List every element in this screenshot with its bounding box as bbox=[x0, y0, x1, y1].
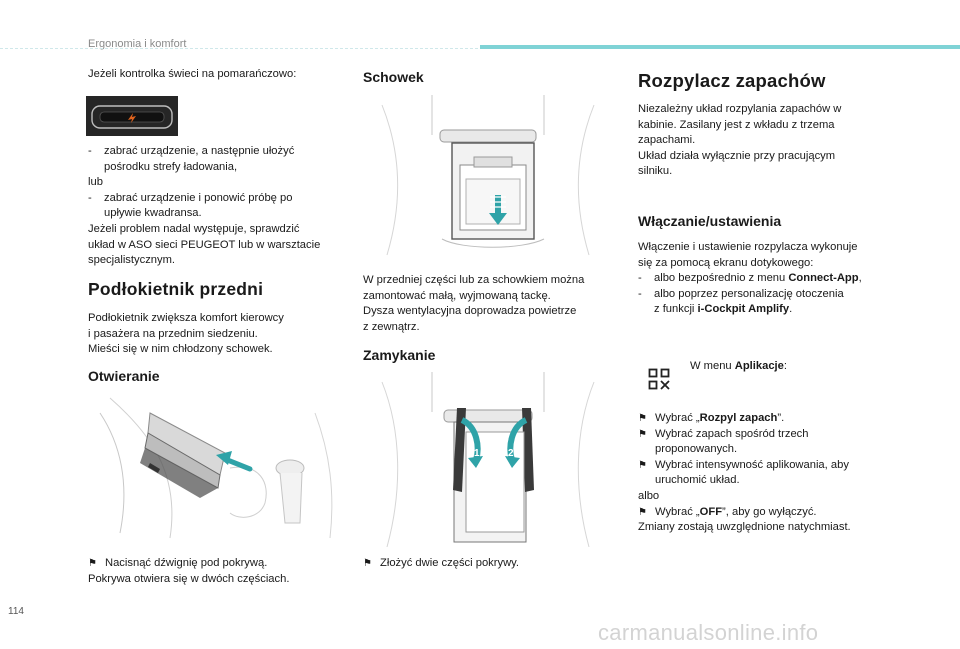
armrest-opening-figure bbox=[90, 393, 340, 543]
or-text: lub bbox=[88, 176, 103, 189]
problem-text: specjalistycznym. bbox=[88, 254, 176, 267]
header-accent-bar bbox=[480, 45, 960, 49]
step-item: ⚑Nacisnąć dźwignię pod pokrywą. bbox=[88, 556, 350, 572]
dash-item: -zabrać urządzenie i ponowić próbę po bbox=[88, 191, 293, 204]
step-item: ⚑Wybrać „Rozpyl zapach”. bbox=[638, 411, 908, 427]
closing-instructions: ⚑Złożyć dwie części pokrywy. bbox=[363, 556, 613, 572]
intro-line: Układ działa wyłącznie przy pracującym bbox=[638, 149, 836, 162]
flag-bullet-icon: ⚑ bbox=[638, 428, 647, 440]
dash-item-cont: z funkcji i-Cockpit Amplify. bbox=[654, 303, 793, 316]
figure-label-1: 1 bbox=[474, 448, 480, 459]
storage-figure bbox=[362, 95, 614, 257]
dash-item: -albo bezpośrednio z menu Connect-App, bbox=[638, 272, 862, 285]
opening-instructions: ⚑Nacisnąć dźwignię pod pokrywą. Pokrywa … bbox=[88, 556, 350, 587]
intro-line: silniku. bbox=[638, 165, 673, 178]
or-text: albo bbox=[638, 489, 660, 502]
final-note: Zmiany zostają uwzględnione natychmiast. bbox=[638, 521, 851, 534]
step-item: ⚑Wybrać „OFF”, aby go wyłączyć. bbox=[638, 505, 908, 521]
armrest-line: Mieści się w nim chłodzony schowek. bbox=[88, 343, 273, 356]
page-number: 114 bbox=[8, 606, 24, 617]
armrest-description: Podłokietnik zwiększa komfort kierowcy i… bbox=[88, 311, 348, 358]
watermark: carmanualsonline.info bbox=[598, 620, 819, 645]
dash-item-cont: upływie kwadransa. bbox=[104, 207, 202, 220]
problem-text: układ w ASO sieci PEUGEOT lub w warsztac… bbox=[88, 238, 321, 251]
storage-line: zamontować małą, wyjmowaną tackę. bbox=[363, 289, 551, 302]
figure-label-2: 2 bbox=[508, 448, 514, 459]
opening-note: Pokrywa otwiera się w dwóch częściach. bbox=[88, 572, 290, 585]
menu-path: W menu Aplikacje: bbox=[690, 360, 788, 372]
armrest-heading: Podłokietnik przedni bbox=[88, 279, 264, 299]
diffuser-intro: Niezależny układ rozpylania zapachów w k… bbox=[638, 102, 898, 180]
armrest-line: Podłokietnik zwiększa komfort kierowcy bbox=[88, 312, 284, 324]
settings-heading: Włączanie/ustawienia bbox=[638, 213, 782, 229]
warning-instructions: -zabrać urządzenie, a następnie ułożyć p… bbox=[88, 144, 348, 269]
step-item: ⚑Wybrać intensywność aplikowania, aby bbox=[638, 458, 908, 474]
opening-heading: Otwieranie bbox=[88, 368, 160, 384]
storage-description: W przedniej części lub za schowkiem możn… bbox=[363, 273, 613, 335]
settings-line: Włączenie i ustawienie rozpylacza wykonu… bbox=[638, 241, 858, 253]
flag-bullet-icon: ⚑ bbox=[638, 506, 647, 518]
warning-intro: Jeżeli kontrolka świeci na pomarańczowo: bbox=[88, 68, 297, 80]
diffuser-heading: Rozpylacz zapachów bbox=[638, 70, 826, 91]
armrest-line: i pasażera na przednim siedzeniu. bbox=[88, 327, 258, 340]
step-item: ⚑Wybrać zapach spośród trzech bbox=[638, 427, 908, 443]
charging-indicator-image bbox=[86, 96, 178, 136]
flag-bullet-icon: ⚑ bbox=[638, 459, 647, 471]
closing-figure: 1 2 bbox=[362, 372, 614, 547]
applications-grid-icon bbox=[648, 368, 670, 390]
diffuser-steps: ⚑Wybrać „Rozpyl zapach”. ⚑Wybrać zapach … bbox=[638, 411, 908, 536]
header-divider bbox=[0, 48, 478, 49]
storage-line: W przedniej części lub za schowkiem możn… bbox=[363, 274, 585, 286]
flag-bullet-icon: ⚑ bbox=[638, 413, 647, 424]
step-item: ⚑Złożyć dwie części pokrywy. bbox=[363, 556, 613, 572]
problem-text: Jeżeli problem nadal występuje, sprawdzi… bbox=[88, 222, 300, 235]
section-header: Ergonomia i komfort bbox=[88, 38, 187, 50]
storage-heading: Schowek bbox=[363, 69, 424, 85]
intro-line: zapachami. bbox=[638, 134, 696, 147]
dash-item: -zabrać urządzenie, a następnie ułożyć bbox=[88, 145, 295, 157]
intro-line: Niezależny układ rozpylania zapachów w bbox=[638, 103, 842, 115]
dash-item: -albo poprzez personalizację otoczenia bbox=[638, 287, 844, 300]
settings-description: Włączenie i ustawienie rozpylacza wykonu… bbox=[638, 240, 900, 318]
step-item-cont: proponowanych. bbox=[655, 443, 738, 456]
closing-heading: Zamykanie bbox=[363, 347, 436, 363]
intro-line: kabinie. Zasilany jest z wkładu z trzema bbox=[638, 118, 835, 131]
flag-bullet-icon: ⚑ bbox=[88, 558, 97, 569]
flag-bullet-icon: ⚑ bbox=[363, 558, 372, 569]
dash-item-cont: pośrodku strefy ładowania, bbox=[104, 160, 238, 173]
storage-line: Dysza wentylacyjna doprowadza powietrze bbox=[363, 305, 577, 318]
step-item-cont: uruchomić układ. bbox=[655, 474, 740, 487]
storage-line: z zewnątrz. bbox=[363, 320, 420, 333]
settings-line: się za pomocą ekranu dotykowego: bbox=[638, 256, 814, 269]
